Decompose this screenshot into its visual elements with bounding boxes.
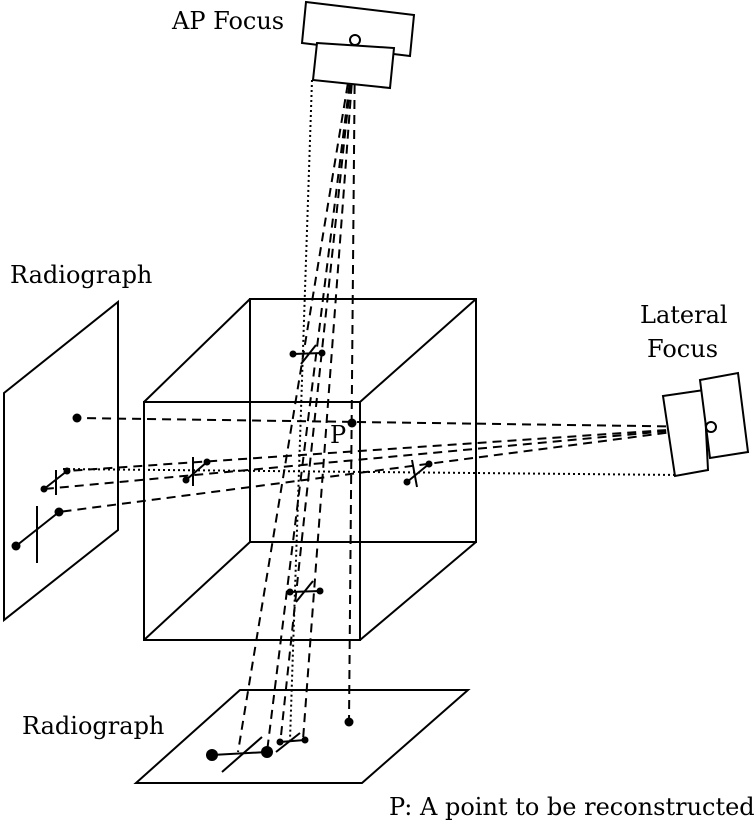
left-radiograph-projections [11, 413, 82, 563]
lateral-focus-label-line1: Lateral [640, 301, 728, 329]
bottom-radiograph-projections [206, 717, 354, 773]
lateral-focus-point [705, 421, 717, 433]
left-radiograph-label: Radiograph [10, 261, 152, 289]
cube-markers [182, 344, 433, 603]
bottom-proj-marker-small [275, 732, 309, 753]
lateral-source-housing [698, 371, 750, 460]
lateral-source [661, 371, 750, 478]
marker-top [289, 344, 326, 365]
ap-source-housing [300, 0, 416, 58]
cube-edge-tr [359, 298, 477, 403]
lateral-ray-diverge [43, 426, 712, 490]
ap-focus-point [349, 34, 361, 46]
ap-ray-3 [302, 39, 356, 741]
marker-left-mid [182, 457, 211, 486]
cube-front-face [143, 401, 361, 641]
bottom-proj-marker-large [206, 736, 273, 773]
point-p-label: P [330, 421, 346, 449]
bottom-radiograph-label: Radiograph [22, 712, 164, 740]
lateral-ray-upper [66, 426, 712, 472]
left-proj-marker-large [11, 506, 64, 563]
projection-rays [43, 39, 712, 753]
lateral-focus-label-line2: Focus [647, 335, 718, 363]
left-proj-p [72, 413, 82, 423]
ap-source-collimator [311, 41, 396, 90]
ap-focus-label: AP Focus [171, 7, 284, 35]
ap-ray-4 [279, 39, 356, 746]
lateral-ray-p [76, 417, 712, 428]
lateral-ray-dotted [61, 468, 681, 476]
cube-edge-bl [143, 541, 251, 641]
lateral-ray-lower [58, 426, 712, 513]
cube-edge-tl [143, 298, 251, 403]
marker-right-mid [403, 459, 433, 488]
ap-ray-2 [237, 39, 356, 753]
ap-source [300, 0, 416, 90]
ap-ray-p [348, 39, 356, 723]
left-radiograph-plane [3, 299, 119, 623]
bottom-proj-p [344, 717, 354, 727]
cube [143, 298, 477, 641]
bottom-radiograph-plane [133, 689, 471, 784]
point-p [347, 418, 357, 428]
lateral-source-collimator [661, 388, 710, 478]
cube-edge-br [359, 541, 477, 641]
marker-bottom [286, 580, 324, 603]
ap-ray-dotted [289, 79, 313, 741]
caption: P: A point to be reconstructed [389, 793, 755, 821]
left-proj-marker-small [40, 467, 71, 495]
